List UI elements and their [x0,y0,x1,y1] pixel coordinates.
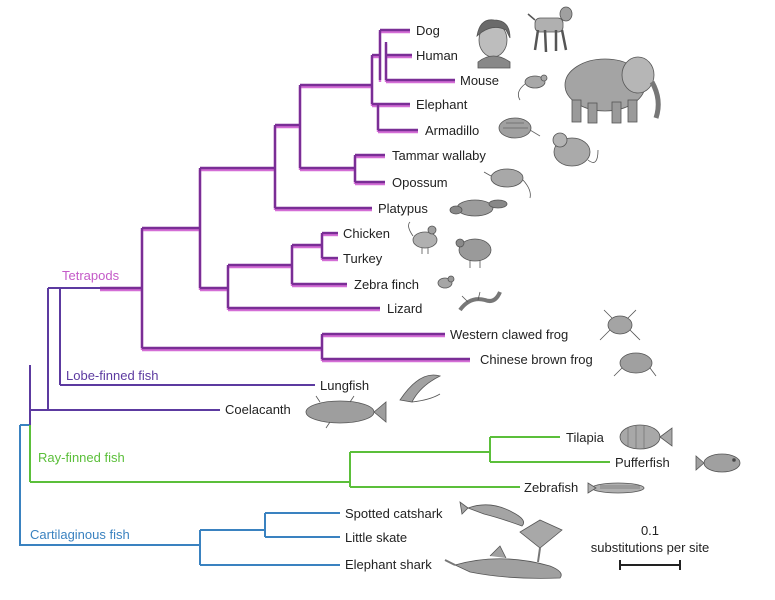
taxon-label-chinese-brown-frog: Chinese brown frog [480,352,593,367]
scale-bar-value: 0.1 [641,523,659,538]
taxon-label-platypus: Platypus [378,201,428,216]
taxon-label-human: Human [416,48,458,63]
taxon-label-pufferfish: Pufferfish [615,455,670,470]
taxon-label-opossum: Opossum [392,175,448,190]
taxon-label-spotted-catshark: Spotted catshark [345,506,443,521]
taxon-label-lizard: Lizard [387,301,422,316]
taxon-label-tilapia: Tilapia [566,430,605,445]
taxon-label-zebra-finch: Zebra finch [354,277,419,292]
taxon-label-chicken: Chicken [343,226,390,241]
taxon-label-mouse: Mouse [460,73,499,88]
pufferfish-illustration [695,453,741,473]
taxon-label-little-skate: Little skate [345,530,407,545]
zebra-finch-illustration [437,275,455,289]
western-clawed-frog-illustration [599,309,641,341]
opossum-illustration [483,168,531,199]
tetrapod-branches [100,28,470,363]
mouse-illustration [517,74,548,101]
group-label-cartilaginous: Cartilaginous fish [30,527,130,542]
scale-bar-line [619,560,681,570]
group-label-tetrapods: Tetrapods [62,268,120,283]
skate-illustration [519,519,563,563]
lobe-finned-branches [29,287,315,425]
catshark-illustration [459,501,525,527]
taxon-label-armadillo: Armadillo [425,123,479,138]
taxon-label-zebrafish: Zebrafish [524,480,578,495]
human-portrait-illustration [476,19,511,69]
group-label-lobe-finned: Lobe-finned fish [66,368,159,383]
taxon-label-tammar-wallaby: Tammar wallaby [392,148,486,163]
ray-finned-branches [29,425,610,488]
taxon-label-dog: Dog [416,23,440,38]
armadillo-illustration [498,117,541,139]
taxon-label-coelacanth: Coelacanth [225,402,291,417]
group-label-ray-finned: Ray-finned fish [38,450,125,465]
lizard-illustration [458,291,502,312]
lungfish-illustration [399,374,442,403]
elephant-shark-illustration [444,545,562,579]
taxon-label-elephant-shark: Elephant shark [345,557,432,572]
cartilaginous-branches [19,424,340,566]
scale-bar-unit: substitutions per site [591,540,710,555]
zebrafish-illustration [587,482,645,494]
platypus-illustration [449,199,508,217]
chicken-illustration [408,221,438,254]
elephant-illustration [564,56,661,124]
wallaby-illustration [552,132,599,167]
coelacanth-illustration [305,395,387,429]
turkey-illustration [455,238,492,268]
chinese-brown-frog-illustration [613,352,657,377]
taxon-label-lungfish: Lungfish [320,378,369,393]
dog-illustration [527,6,573,53]
scale-bar: 0.1 substitutions per site [591,523,710,570]
taxon-label-turkey: Turkey [343,251,383,266]
taxon-label-elephant: Elephant [416,97,468,112]
taxon-label-western-clawed-frog: Western clawed frog [450,327,568,342]
tilapia-illustration [619,424,673,450]
